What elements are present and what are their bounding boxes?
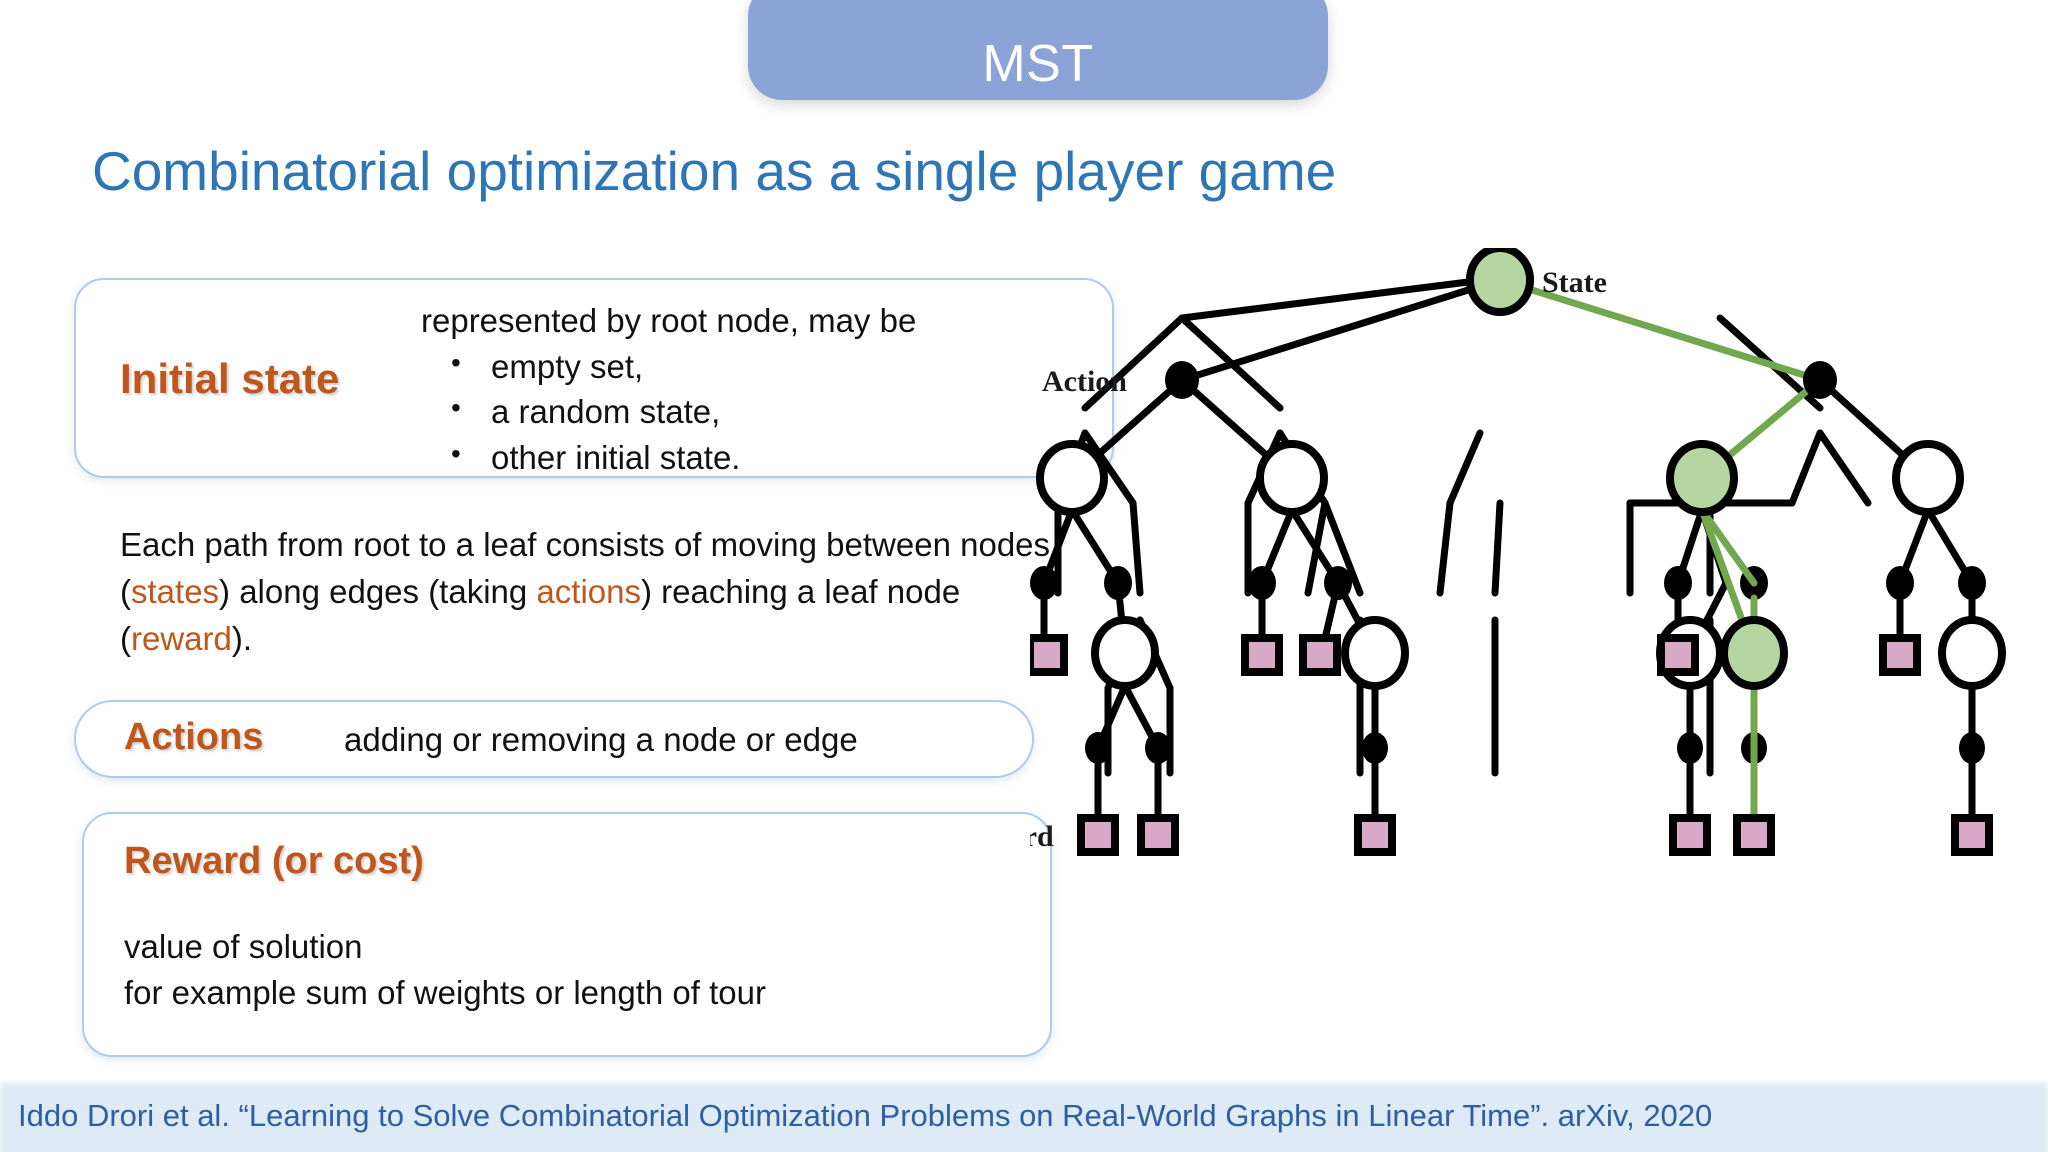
state-node (1341, 616, 1409, 690)
path-seg-4: ). (231, 619, 253, 657)
path-seg-3: ) reaching a leaf node ( (120, 572, 961, 657)
reward-node (1354, 814, 1396, 856)
list-item: empty set, (441, 344, 916, 390)
reward-node (1669, 814, 1711, 856)
state-node-highlighted (1720, 616, 1788, 690)
action-node (1085, 732, 1111, 764)
action-node (1664, 566, 1692, 600)
state-nodes (1036, 248, 2006, 690)
action-node (1362, 732, 1388, 764)
initial-state-lead: represented by root node, may be (421, 302, 917, 339)
reward-label: Reward (or cost) (124, 840, 424, 882)
reward-node (1733, 814, 1775, 856)
initial-state-callout: Initial state represented by root node, … (74, 278, 1114, 478)
reward-node (1030, 634, 1068, 676)
reward-nodes (1030, 634, 1993, 856)
action-node (1959, 732, 1985, 764)
action-node (1324, 566, 1352, 600)
path-seg-2: ) along edges (taking (219, 572, 537, 610)
action-node (1248, 566, 1276, 600)
action-node (1165, 361, 1199, 399)
mst-tab: MST (748, 0, 1328, 100)
path-description-paragraph: Each path from root to a leaf consists o… (120, 522, 1080, 663)
action-node (1030, 566, 1058, 600)
page-title: Combinatorial optimization as a single p… (92, 140, 1337, 202)
reward-node (1657, 634, 1699, 676)
state-node-highlighted (1666, 440, 1738, 516)
footer-citation-band: Iddo Drori et al. “Learning to Solve Com… (0, 1080, 2048, 1152)
list-item: a random state, (441, 389, 916, 435)
state-node (1938, 616, 2006, 690)
reward-node (1951, 814, 1993, 856)
reward-node (1137, 814, 1179, 856)
action-node (1677, 732, 1703, 764)
reward-node (1879, 634, 1921, 676)
list-item: other initial state. (441, 435, 916, 481)
reward-line-2: for example sum of weights or length of … (124, 973, 766, 1011)
reward-callout: Reward (or cost) value of solution for e… (82, 812, 1052, 1057)
action-nodes (1030, 361, 1986, 764)
initial-state-label: Initial state (120, 355, 340, 402)
tree-edges-black (1054, 274, 1872, 777)
reward-body: value of solution for example sum of wei… (124, 924, 766, 1015)
search-tree-diagram: State Action Reward (1030, 248, 2040, 1068)
reward-label: Reward (1030, 820, 1054, 853)
citation-text: Iddo Drori et al. “Learning to Solve Com… (18, 1098, 1713, 1133)
path-seg-1: Each path from root to a leaf consists o… (120, 526, 1051, 610)
action-node (1958, 566, 1986, 600)
action-node (1104, 566, 1132, 600)
highlighted-path (1496, 276, 1824, 837)
actions-label: Actions (124, 716, 264, 758)
states-keyword: states (131, 572, 220, 610)
initial-state-body: represented by root node, may be empty s… (421, 298, 916, 480)
actions-body: adding or removing a node or edge (344, 721, 858, 758)
mst-tab-label: MST (982, 35, 1094, 93)
state-label: State (1542, 266, 1607, 299)
reward-node (1241, 634, 1283, 676)
state-node (1892, 440, 1964, 516)
reward-node (1299, 634, 1341, 676)
highlighted-path-segment (1698, 506, 1758, 587)
actions-callout: Actions adding or removing a node or edg… (74, 700, 1034, 778)
state-node (1091, 616, 1159, 690)
state-node (1256, 440, 1328, 516)
reward-line-1: value of solution (124, 928, 363, 965)
action-node (1886, 566, 1914, 600)
state-node (1036, 440, 1108, 516)
action-node (1803, 361, 1837, 399)
action-node (1145, 732, 1171, 764)
actions-keyword: actions (536, 572, 641, 610)
initial-state-bullet-list: empty set, a random state, other initial… (421, 344, 916, 481)
action-label: Action (1042, 365, 1127, 398)
state-node-root (1466, 248, 1534, 316)
reward-keyword: reward (131, 619, 232, 657)
reward-node (1077, 814, 1119, 856)
